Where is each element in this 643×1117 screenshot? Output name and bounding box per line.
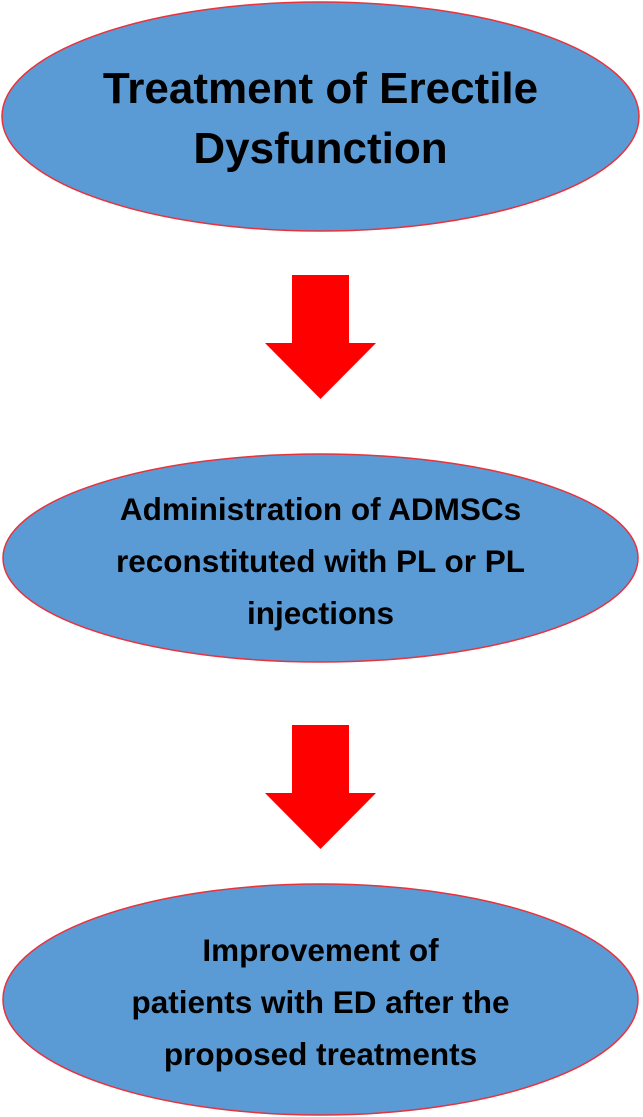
ellipse-shape [1, 1, 640, 232]
ellipse-shape [2, 883, 639, 1116]
node-label-line: Administration of ADMSCs [119, 491, 522, 527]
down-arrow-icon [265, 275, 376, 399]
node-improvement-of-patients: Improvement of patients with ED after th… [2, 883, 639, 1116]
node-label: Treatment of Erectile Dysfunction [1, 1, 640, 232]
node-administration-of-admscs: Administration of ADMSCs reconstituted w… [2, 453, 639, 663]
node-label: Administration of ADMSCs reconstituted w… [2, 453, 639, 663]
node-label-line: Dysfunction [193, 123, 448, 173]
node-label-line: Improvement of [202, 931, 439, 968]
ellipse-shape [2, 453, 639, 663]
node-treatment-of-erectile-dysfunction: Treatment of Erectile Dysfunction [1, 1, 640, 232]
node-label-line: reconstituted with PL or PL [116, 543, 525, 579]
down-arrow-icon [265, 725, 376, 849]
node-label-line: injections [246, 595, 395, 631]
node-label-line: patients with ED after the [131, 983, 510, 1020]
node-label-line: proposed treatments [163, 1035, 478, 1072]
node-label: Improvement of patients with ED after th… [2, 883, 639, 1116]
node-label-line: Treatment of Erectile [102, 63, 539, 113]
